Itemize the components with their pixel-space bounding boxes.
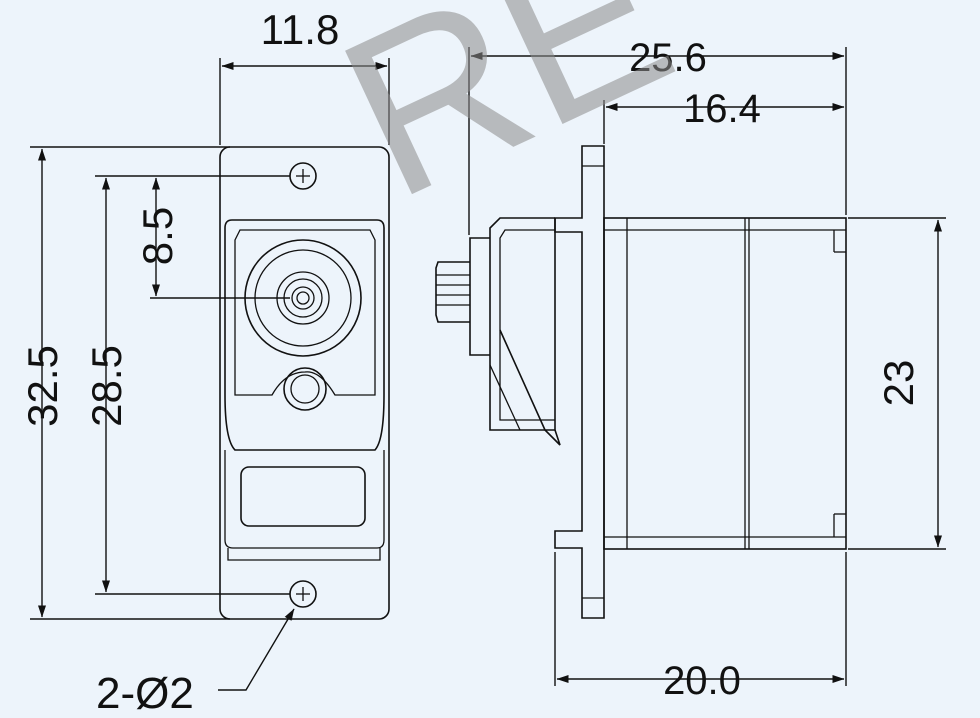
side-gear-housing <box>489 217 556 431</box>
mounting-hole-bottom <box>289 580 317 608</box>
front-mounting-plate <box>219 146 390 620</box>
dim-side-body-length: 16.4 <box>683 87 761 131</box>
front-boss-inner <box>290 374 320 404</box>
dim-hole-spacing: 28.5 <box>83 345 130 427</box>
side-dimensions: 25.6 16.4 23 20.0 <box>468 36 946 703</box>
front-dimensions: 11.8 32.5 28.5 8.5 2-Ø2 <box>19 6 390 718</box>
front-lower-lip <box>227 548 381 561</box>
side-bracket <box>499 329 561 446</box>
side-shaft-spline <box>435 261 470 323</box>
front-housing-inner <box>234 229 376 396</box>
front-view <box>219 146 390 620</box>
dim-side-total-length: 25.6 <box>629 36 707 80</box>
dim-side-height: 23 <box>875 360 922 407</box>
front-shaft-screw <box>291 286 315 310</box>
dim-hole-callout: 2-Ø2 <box>96 669 194 718</box>
side-flange <box>554 145 605 619</box>
side-main-body <box>603 217 847 550</box>
watermark: RE <box>307 0 705 247</box>
dim-side-bottom-length: 20.0 <box>663 659 741 703</box>
mounting-hole-top <box>289 162 317 190</box>
front-shaft-screw-core <box>296 291 310 305</box>
dim-front-width: 11.8 <box>261 6 340 53</box>
side-view <box>435 145 847 619</box>
watermark-text: RE <box>307 0 705 247</box>
front-boss-outer <box>283 367 327 411</box>
dim-shaft-offset: 8.5 <box>134 207 181 265</box>
dim-front-height: 32.5 <box>19 345 66 427</box>
front-housing <box>224 219 385 451</box>
front-lower-housing <box>224 450 385 549</box>
front-label-window <box>240 466 366 527</box>
side-shaft-collar <box>469 237 490 356</box>
